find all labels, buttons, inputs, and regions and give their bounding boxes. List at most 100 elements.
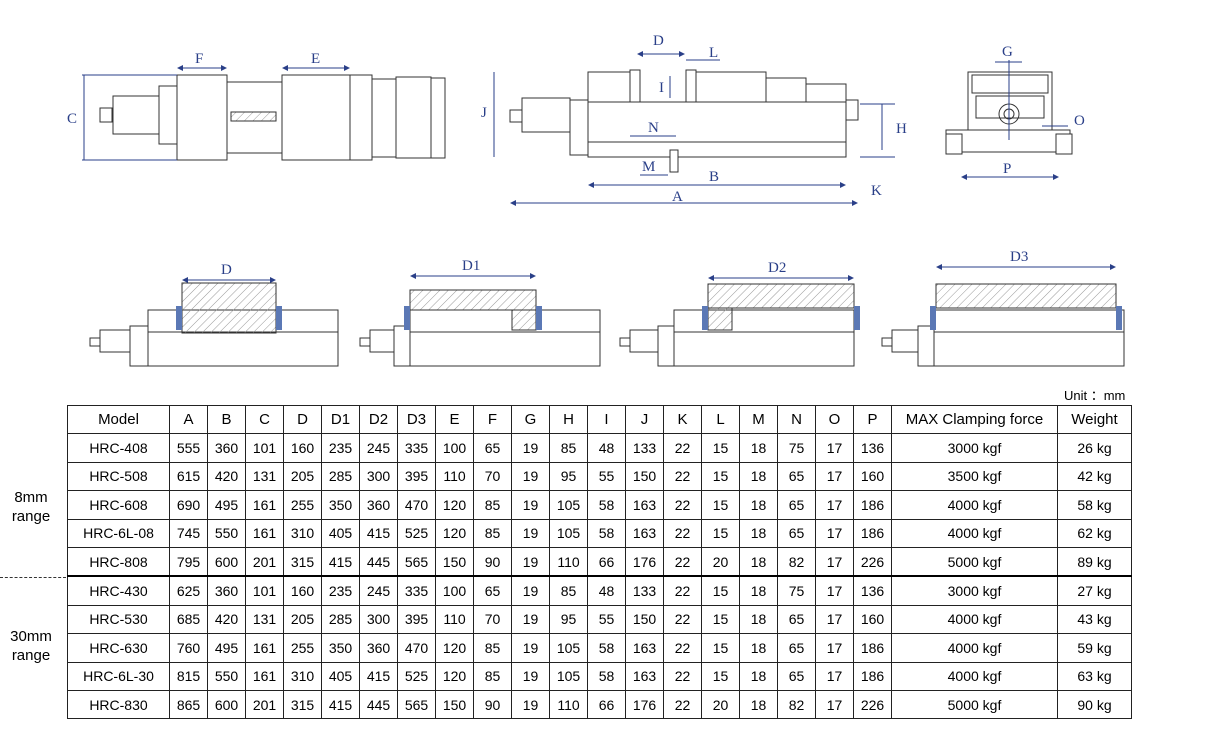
table-cell: 176 xyxy=(625,689,664,720)
table-cell: 226 xyxy=(853,689,892,720)
table-cell: 161 xyxy=(245,661,284,691)
table-cell: 18 xyxy=(739,546,778,577)
dim-label-j: J xyxy=(481,105,487,121)
range-line-1: 30mm xyxy=(10,628,52,645)
model-cell: HRC-630 xyxy=(67,633,170,663)
table-cell: 110 xyxy=(549,689,588,720)
table-cell: 136 xyxy=(853,433,892,463)
table-cell: 120 xyxy=(435,661,474,691)
table-cell: 17 xyxy=(815,575,854,606)
column-header: P xyxy=(853,404,892,435)
table-cell: 85 xyxy=(473,661,512,691)
table-cell: 58 xyxy=(587,633,626,663)
table-cell: 82 xyxy=(777,546,816,577)
table-cell: 22 xyxy=(663,575,702,606)
table-cell: 245 xyxy=(359,575,398,606)
table-cell: 65 xyxy=(777,661,816,691)
side-view-drawing xyxy=(493,51,895,206)
table-cell: 335 xyxy=(397,433,436,463)
table-cell: 415 xyxy=(321,689,360,720)
table-cell: 58 xyxy=(587,490,626,520)
dim-label-p: P xyxy=(1003,161,1011,177)
table-cell: 415 xyxy=(359,661,398,691)
table-cell: 105 xyxy=(549,661,588,691)
table-cell: 66 xyxy=(587,546,626,577)
table-cell: 550 xyxy=(207,661,246,691)
table-cell: 65 xyxy=(473,433,512,463)
table-cell: 18 xyxy=(739,490,778,520)
table-cell: 100 xyxy=(435,433,474,463)
table-cell: 360 xyxy=(359,633,398,663)
dim-label-n: N xyxy=(648,120,659,136)
table-cell: 690 xyxy=(169,490,208,520)
table-cell: 43 kg xyxy=(1057,604,1132,635)
table-cell: 201 xyxy=(245,546,284,577)
table-cell: 150 xyxy=(625,604,664,635)
table-cell: 20 xyxy=(701,546,740,577)
table-cell: 85 xyxy=(549,575,588,606)
table-cell: 15 xyxy=(701,461,740,492)
table-cell: 75 xyxy=(777,575,816,606)
jaw-label-d2: D2 xyxy=(768,260,786,276)
table-cell: 495 xyxy=(207,633,246,663)
table-cell: 70 xyxy=(473,461,512,492)
table-cell: 186 xyxy=(853,633,892,663)
table-cell: 550 xyxy=(207,518,246,548)
column-header: D xyxy=(283,404,322,435)
table-cell: 315 xyxy=(283,546,322,577)
table-cell: 19 xyxy=(511,661,550,691)
table-cell: 5000 kgf xyxy=(891,689,1058,720)
table-cell: 120 xyxy=(435,518,474,548)
table-cell: 150 xyxy=(625,461,664,492)
column-header: L xyxy=(701,404,740,435)
model-cell: HRC-408 xyxy=(67,433,170,463)
table-cell: 131 xyxy=(245,604,284,635)
table-cell: 22 xyxy=(663,433,702,463)
table-cell: 22 xyxy=(663,461,702,492)
table-cell: 17 xyxy=(815,461,854,492)
table-cell: 335 xyxy=(397,575,436,606)
range-label-8mm: 8mm range xyxy=(0,488,62,526)
table-cell: 75 xyxy=(777,433,816,463)
dim-label-b: B xyxy=(709,169,719,185)
column-header: D3 xyxy=(397,404,436,435)
table-cell: 19 xyxy=(511,604,550,635)
table-cell: 420 xyxy=(207,604,246,635)
column-header: A xyxy=(169,404,208,435)
range-line-2: range xyxy=(11,647,51,664)
table-cell: 163 xyxy=(625,490,664,520)
table-cell: 95 xyxy=(549,604,588,635)
table-cell: 62 kg xyxy=(1057,518,1132,548)
table-cell: 105 xyxy=(549,518,588,548)
table-cell: 22 xyxy=(663,633,702,663)
dim-label-o: O xyxy=(1074,113,1085,129)
table-cell: 65 xyxy=(777,518,816,548)
dim-label-a: A xyxy=(672,189,683,205)
table-cell: 65 xyxy=(473,575,512,606)
table-cell: 90 kg xyxy=(1057,689,1132,720)
table-cell: 20 xyxy=(701,689,740,720)
range-line-2: range xyxy=(11,508,51,525)
table-cell: 110 xyxy=(435,604,474,635)
column-header: K xyxy=(663,404,702,435)
table-cell: 90 xyxy=(473,546,512,577)
table-cell: 22 xyxy=(663,689,702,720)
column-header: H xyxy=(549,404,588,435)
table-cell: 58 xyxy=(587,518,626,548)
dim-label-d: D xyxy=(653,33,664,49)
column-header: C xyxy=(245,404,284,435)
table-cell: 63 kg xyxy=(1057,661,1132,691)
column-header: I xyxy=(587,404,626,435)
table-cell: 186 xyxy=(853,518,892,548)
technical-drawings: F E C D L I J N H M B K A xyxy=(67,33,1125,367)
table-cell: 760 xyxy=(169,633,208,663)
table-cell: 745 xyxy=(169,518,208,548)
table-cell: 205 xyxy=(283,461,322,492)
table-cell: 18 xyxy=(739,689,778,720)
table-cell: 89 kg xyxy=(1057,546,1132,577)
